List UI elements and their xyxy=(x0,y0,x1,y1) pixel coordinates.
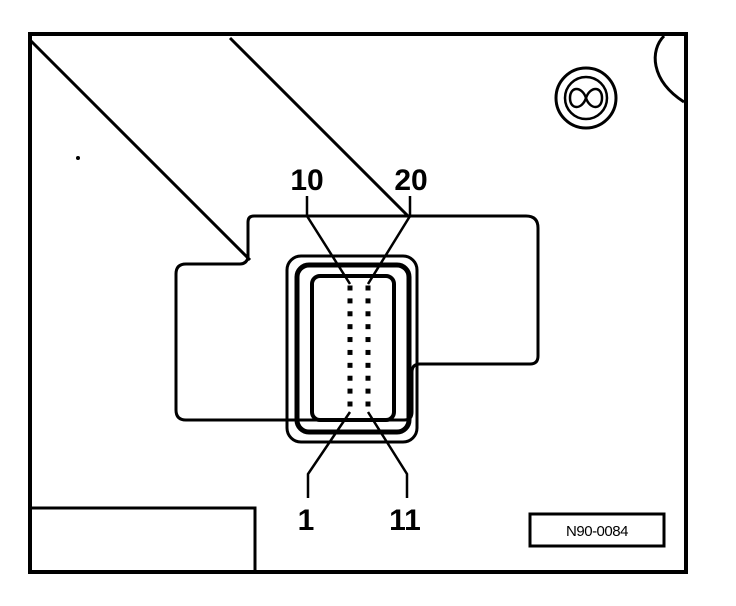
connector-pin xyxy=(347,324,353,330)
connector-pin xyxy=(347,375,353,381)
leader-line-pin-10 xyxy=(305,196,352,285)
reference-code-box xyxy=(528,512,666,548)
inset-box xyxy=(30,506,257,572)
socket-inner xyxy=(310,274,396,422)
connector-pin xyxy=(365,298,371,304)
panel-edge-right xyxy=(228,36,412,220)
connector-pin xyxy=(365,349,371,355)
connector-pin xyxy=(365,375,371,381)
pin-label-bottom-right: 11 xyxy=(389,504,421,537)
connector-pin xyxy=(347,388,353,394)
pin-label-top-right: 20 xyxy=(394,164,427,197)
connector-pin xyxy=(347,349,353,355)
connector-pin xyxy=(365,285,371,291)
connector-pin xyxy=(365,324,371,330)
connector-pin xyxy=(347,298,353,304)
connector-pin xyxy=(347,337,353,343)
connector-pin xyxy=(347,311,353,317)
connector-pin xyxy=(365,311,371,317)
connector-pin xyxy=(365,337,371,343)
connector-pin xyxy=(347,285,353,291)
screw-icon xyxy=(554,66,618,130)
leader-line-pin-20 xyxy=(366,196,412,285)
connector-pin xyxy=(365,388,371,394)
pin-array xyxy=(347,285,371,407)
connector-pin xyxy=(365,401,371,407)
socket-outer xyxy=(285,254,419,444)
mark-dot xyxy=(76,156,80,160)
panel-edge-left xyxy=(28,38,252,262)
pin-label-top-left: 10 xyxy=(290,164,323,197)
socket-middle xyxy=(294,262,412,435)
connector-pin xyxy=(347,362,353,368)
diagram-frame xyxy=(28,32,688,574)
pin-label-bottom-left: 1 xyxy=(298,504,315,537)
connector-housing xyxy=(174,214,540,422)
reference-code: N90-0084 xyxy=(566,523,628,540)
connector-pin xyxy=(347,401,353,407)
leader-line-pin-1 xyxy=(306,411,352,498)
connector-pin xyxy=(365,362,371,368)
leader-line-pin-11 xyxy=(366,411,409,498)
panel-edge-curve xyxy=(653,34,685,104)
